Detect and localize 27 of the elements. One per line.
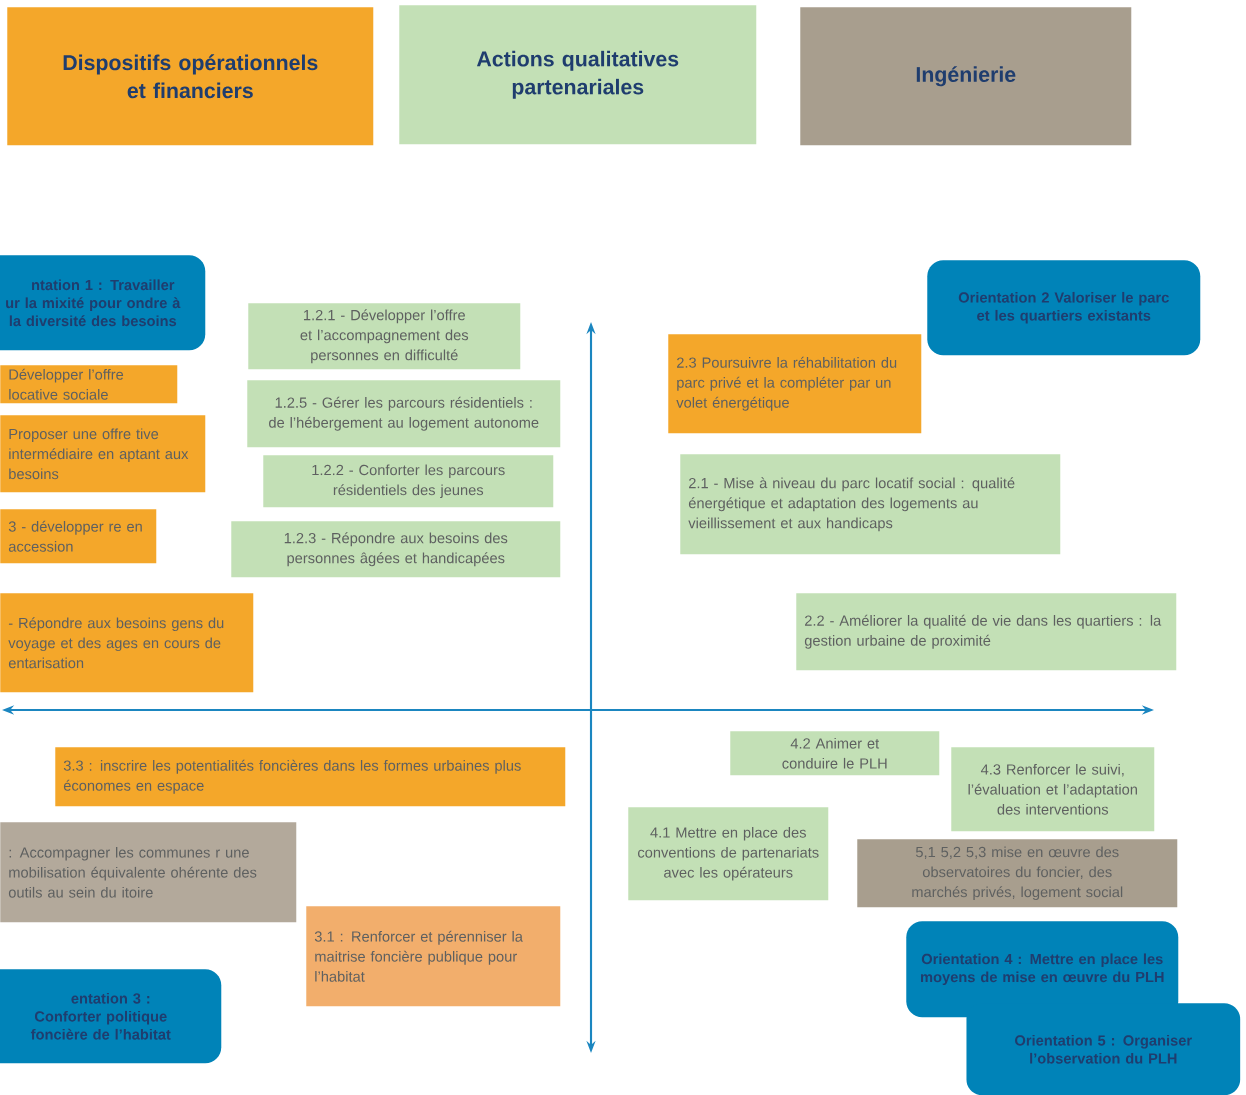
action-box: 4.1 Mettre en place des conventions de partenariats avec les opérateurs bbox=[628, 807, 829, 901]
action-box: 1.2.5 - Gérer les parcours résidentiels : de l’hébergement au logement autonome bbox=[247, 380, 561, 448]
action-box: 3.1 : Renforcer et pérenniser la maitrise foncière publique pour l’habitat bbox=[306, 906, 561, 1007]
action-box: 3.3 : inscrire les potentialités foncières dans les formes urbaines plus économes en espace bbox=[55, 747, 566, 807]
action-box: 1.2.2 - Conforter les parcours résidentiels des jeunes bbox=[263, 455, 554, 508]
action-box: : Accompagner les communes r une mobilisation équivalente ohérente des outils au sein du itoire bbox=[0, 822, 297, 923]
action-box: 4.2 Animer et conduire le PLH bbox=[730, 731, 940, 776]
action-box: 2.3 Poursuivre la réhabilitation du parc privé et la compléter par un volet énergétique bbox=[668, 334, 922, 434]
node-label: Orientation 5 : Organiser l’observation du PLH bbox=[1015, 1034, 1192, 1064]
action-box: Proposer une offre tive intermédiaire en aptant aux besoins bbox=[0, 415, 206, 493]
action-box: 1.2.3 - Répondre aux besoins des personnes âgées et handicapées bbox=[231, 521, 561, 578]
action-box: 5,1 5,2 5,3 mise en œuvre des observatoires du foncier, des marchés privés, logement social bbox=[857, 839, 1178, 908]
action-box: 4.3 Renforcer le suivi, l’évaluation et l’adaptation des interventions bbox=[951, 747, 1155, 832]
action-box: - Répondre aux besoins gens du voyage et des ages en cours de entarisation bbox=[0, 593, 254, 693]
action-box: 3 - développer re en accession bbox=[0, 509, 157, 564]
orientation-box: Orientation 5 : Organiser l’observation du PLH bbox=[966, 1003, 1241, 1095]
action-box: 1.2.1 - Développer l’offre et l’accompagnement des personnes en difficulté bbox=[248, 303, 521, 370]
action-box: 2.1 - Mise à niveau du parc locatif social : qualité énergétique et adaptation des logements au vieillissement et aux handicaps bbox=[680, 454, 1061, 555]
orientation-box: entation 3 : Conforter politique foncière de l’habitat bbox=[0, 969, 222, 1064]
header-box: Ingénierie bbox=[800, 7, 1132, 146]
action-box: Développer l’offre locative sociale bbox=[0, 365, 178, 404]
action-box: 2.2 - Améliorer la qualité de vie dans les quartiers : la gestion urbaine de proximité bbox=[796, 593, 1177, 671]
header-box: Dispositifs opérationnels et financiers bbox=[7, 7, 374, 146]
orientation-box: ntation 1 : Travailler ur la mixité pour ondre à la diversité des besoins bbox=[0, 255, 206, 351]
header-box: Actions qualitatives partenariales bbox=[399, 5, 757, 145]
node-label: Orientation 4 : Mettre en place les moyens de mise en œuvre du PLH bbox=[920, 953, 1164, 986]
orientation-box: Orientation 2 Valoriser le parc et les quartiers existants bbox=[927, 260, 1201, 356]
